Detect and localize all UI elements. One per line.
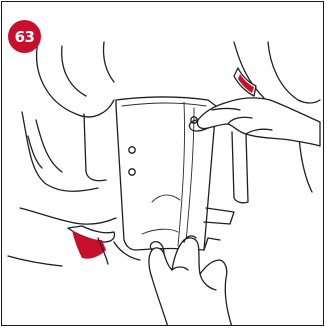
step-number-badge: 63 bbox=[8, 20, 41, 53]
instruction-illustration bbox=[2, 2, 324, 326]
seat-lower-area bbox=[8, 208, 140, 266]
hand-lower bbox=[149, 236, 232, 326]
instruction-frame: 63 bbox=[1, 1, 324, 326]
